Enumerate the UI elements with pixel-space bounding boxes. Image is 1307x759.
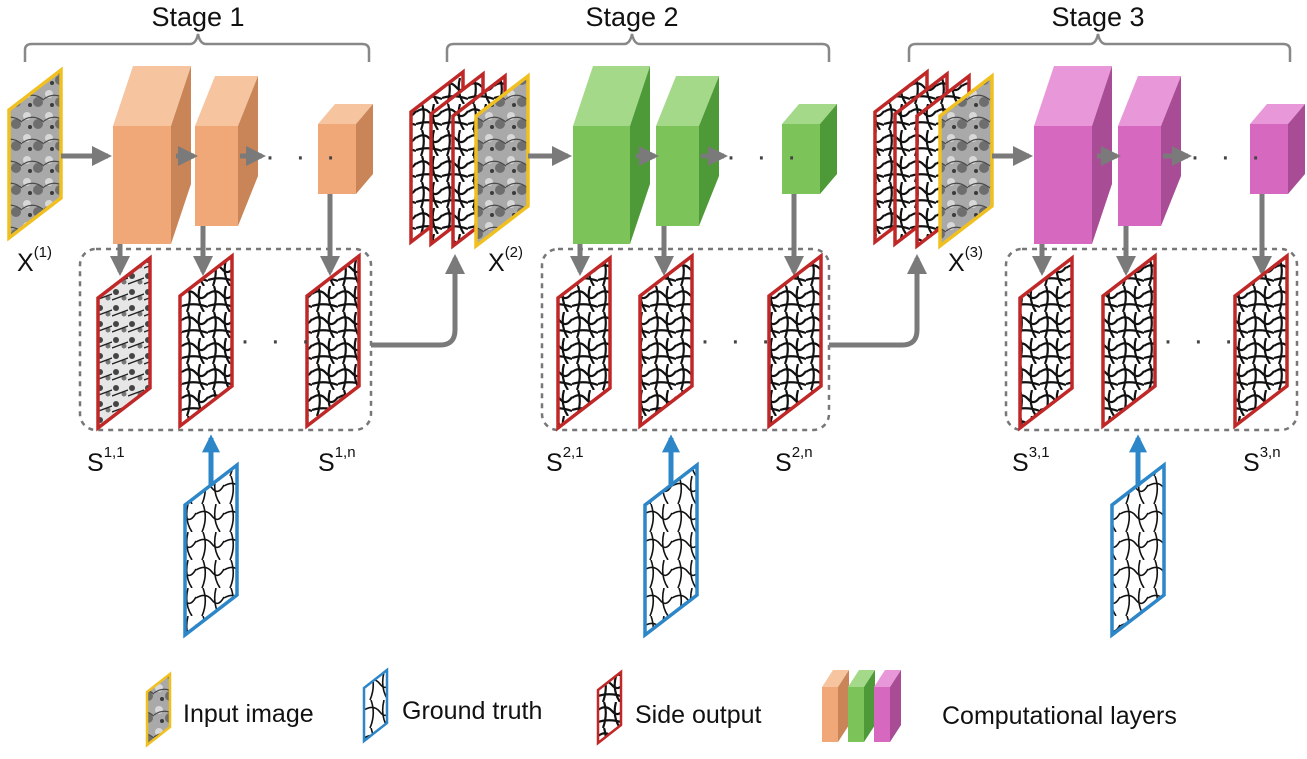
- stage-2-title: Stage 2: [585, 2, 678, 32]
- comp-layer-2-2: [656, 76, 719, 226]
- input-image-1: [7, 66, 63, 242]
- ground-truth-3: [1110, 461, 1166, 639]
- side-output-1-2: [178, 252, 234, 430]
- comp-layer-3-n: [1250, 104, 1305, 194]
- s-3-1-label: S3,1: [1012, 444, 1050, 477]
- side-output-3-n: [1233, 252, 1289, 430]
- input-image-3: [938, 72, 994, 250]
- side-output-group-2: [540, 247, 831, 432]
- x2-label: X(2): [488, 244, 523, 277]
- legend-side-output-label: Side output: [635, 701, 762, 729]
- layer-dots-3: · · ·: [1190, 140, 1267, 173]
- input-image-2: [474, 72, 530, 250]
- arrow-stage-2-to-3: [829, 254, 927, 348]
- legend: Input image Ground truth Side output Com…: [145, 667, 1177, 748]
- side-output-1-n: [305, 252, 361, 430]
- legend-input-image-label: Input image: [183, 700, 314, 728]
- layer-dots-2: · · ·: [726, 140, 803, 173]
- x1-label: X(1): [17, 244, 52, 277]
- comp-layer-1-1: [113, 66, 191, 244]
- stage-1-title: Stage 1: [151, 2, 244, 32]
- comp-layer-1-2: [195, 76, 258, 226]
- stage-3: Stage 3 X(3) · · · ·: [873, 2, 1305, 639]
- layer-dots-1: · · ·: [265, 140, 342, 173]
- s-2-1-label: S2,1: [546, 444, 584, 477]
- x3-label: X(3): [948, 244, 983, 277]
- stage-1-brace: [23, 33, 371, 62]
- legend-computational-layers-icon: [822, 670, 901, 742]
- ground-truth-1: [183, 461, 239, 639]
- s-2-n-label: S2,n: [775, 444, 813, 477]
- side-output-1-1: [96, 254, 152, 432]
- s-1-n-label: S1,n: [318, 444, 356, 477]
- stage-2: Stage 2 X(2) · · ·: [409, 2, 927, 639]
- side-output-3-2: [1101, 252, 1157, 430]
- s-1-1-label: S1,1: [87, 444, 125, 477]
- side-dots-2: · · ·: [700, 324, 777, 357]
- legend-ground-truth-icon: [362, 667, 389, 744]
- legend-input-image-icon: [145, 671, 172, 748]
- side-output-2-n: [767, 252, 823, 430]
- ground-truth-2: [643, 461, 699, 639]
- side-output-2-1: [556, 254, 612, 432]
- comp-layer-1-n: [318, 104, 373, 194]
- comp-layer-3-2: [1118, 76, 1181, 226]
- arrow-stage-1-to-2: [371, 254, 465, 348]
- side-dots-3: · · ·: [1163, 324, 1240, 357]
- stage-3-title: Stage 3: [1051, 2, 1144, 32]
- comp-layer-3-1: [1034, 66, 1112, 244]
- side-output-2-2: [638, 252, 694, 430]
- stage-1: Stage 1 X(1) · · ·: [7, 2, 465, 639]
- stage-3-brace: [907, 33, 1292, 62]
- s-3-n-label: S3,n: [1243, 444, 1281, 477]
- legend-ground-truth-label: Ground truth: [402, 697, 542, 725]
- side-output-3-1: [1018, 254, 1074, 432]
- side-dots-1: · · ·: [240, 324, 317, 357]
- stage-2-brace: [445, 33, 831, 62]
- legend-computational-layers-label: Computational layers: [942, 702, 1177, 730]
- legend-side-output-icon: [596, 669, 623, 746]
- comp-layer-2-n: [782, 104, 837, 194]
